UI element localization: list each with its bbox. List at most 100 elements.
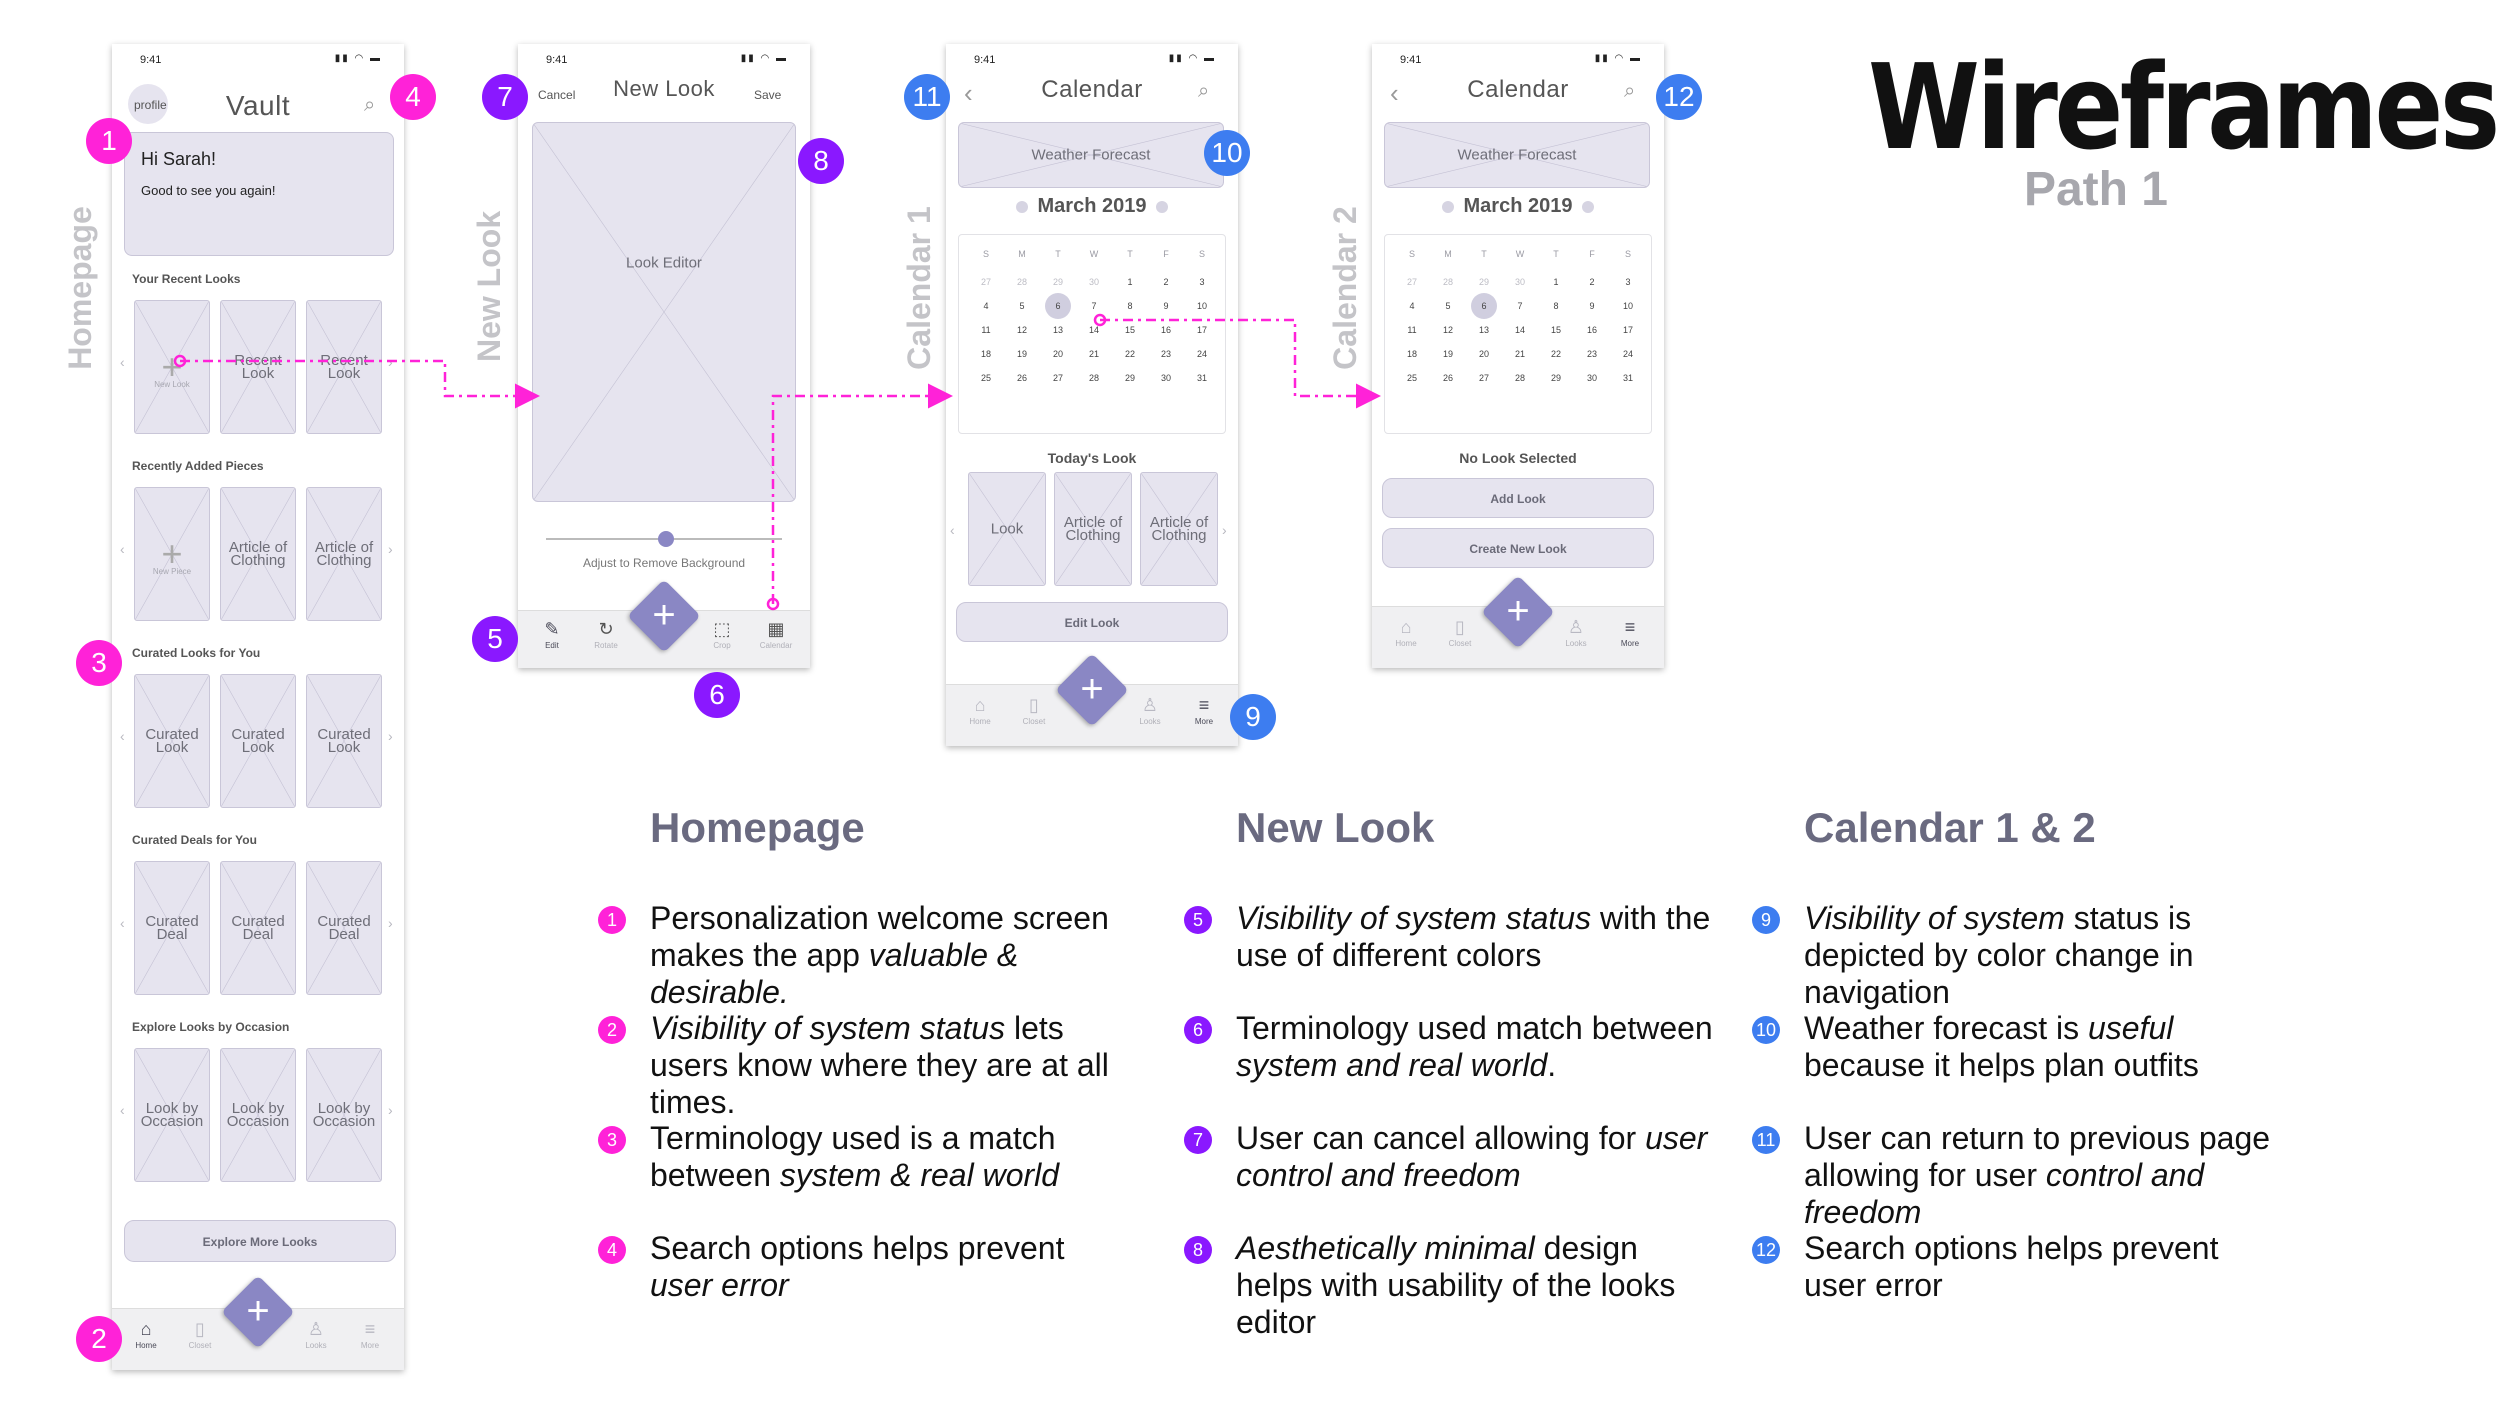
- tool-rotate[interactable]: ↻Rotate: [584, 619, 628, 650]
- calendar-day[interactable]: 19: [1016, 349, 1027, 359]
- calendar-day[interactable]: 12: [1016, 325, 1027, 335]
- nav-looks[interactable]: ♙Looks: [1128, 695, 1172, 726]
- calendar-day[interactable]: 2: [1163, 277, 1169, 287]
- calendar-day[interactable]: 25: [1406, 373, 1417, 383]
- section-card[interactable]: Curated Deal: [134, 861, 210, 995]
- add-fab-button[interactable]: +: [1055, 653, 1129, 727]
- nav-closet[interactable]: ▯Closet: [178, 1319, 222, 1350]
- next-month-icon[interactable]: [1156, 200, 1169, 213]
- calendar-day[interactable]: 30: [1088, 277, 1099, 287]
- add-fab-button[interactable]: +: [1481, 575, 1555, 649]
- calendar-day[interactable]: 24: [1196, 349, 1207, 359]
- nav-looks[interactable]: ♙Looks: [1554, 617, 1598, 648]
- tool-edit[interactable]: ✎Edit: [530, 619, 574, 650]
- calendar-day[interactable]: 9: [1163, 301, 1169, 311]
- calendar-day[interactable]: 15: [1550, 325, 1561, 335]
- calendar-day[interactable]: 18: [1406, 349, 1417, 359]
- nav-home[interactable]: ⌂Home: [124, 1319, 168, 1350]
- search-icon[interactable]: ⌕: [1624, 80, 1636, 102]
- section-card[interactable]: +New Look: [134, 300, 210, 434]
- chevron-right-icon[interactable]: ›: [388, 1102, 393, 1118]
- calendar-day[interactable]: 26: [1442, 373, 1453, 383]
- calendar-day[interactable]: 28: [1088, 373, 1099, 383]
- calendar-day[interactable]: 1: [1127, 277, 1133, 287]
- calendar-day[interactable]: 29: [1124, 373, 1135, 383]
- todays-look-card[interactable]: Look: [968, 472, 1046, 586]
- add-fab-button[interactable]: +: [221, 1275, 295, 1349]
- explore-more-looks-button[interactable]: Explore More Looks: [124, 1220, 396, 1262]
- calendar-day[interactable]: 5: [1019, 301, 1025, 311]
- calendar-day[interactable]: 9: [1589, 301, 1595, 311]
- calendar-day[interactable]: 10: [1196, 301, 1207, 311]
- calendar-day[interactable]: 26: [1016, 373, 1027, 383]
- nav-closet[interactable]: ▯Closet: [1012, 695, 1056, 726]
- section-card[interactable]: Article of Clothing: [220, 487, 296, 621]
- calendar-day[interactable]: 18: [980, 349, 991, 359]
- calendar-day[interactable]: 19: [1442, 349, 1453, 359]
- back-chevron-icon[interactable]: ‹: [964, 78, 973, 108]
- calendar-day[interactable]: 3: [1625, 277, 1631, 287]
- chevron-left-icon[interactable]: ‹: [120, 541, 125, 557]
- create-new-look-button[interactable]: Create New Look: [1382, 528, 1654, 568]
- calendar-day[interactable]: 22: [1550, 349, 1561, 359]
- calendar-day[interactable]: 11: [981, 325, 991, 335]
- section-card[interactable]: Recent Look: [220, 300, 296, 434]
- calendar-day[interactable]: 3: [1199, 277, 1205, 287]
- calendar-day[interactable]: 14: [1088, 325, 1099, 335]
- chevron-left-icon[interactable]: ‹: [120, 915, 125, 931]
- todays-look-card[interactable]: Article of Clothing: [1054, 472, 1132, 586]
- prev-month-icon[interactable]: [1441, 200, 1454, 213]
- calendar-day[interactable]: 30: [1514, 277, 1525, 287]
- calendar-day[interactable]: 4: [983, 301, 989, 311]
- calendar-day[interactable]: 27: [1478, 373, 1489, 383]
- calendar-day[interactable]: 16: [1586, 325, 1597, 335]
- save-button[interactable]: Save: [754, 88, 782, 102]
- section-card[interactable]: Look by Occasion: [220, 1048, 296, 1182]
- add-look-button[interactable]: Add Look: [1382, 478, 1654, 518]
- calendar-day[interactable]: 28: [1016, 277, 1027, 287]
- nav-closet[interactable]: ▯Closet: [1438, 617, 1482, 648]
- search-icon[interactable]: ⌕: [1198, 80, 1210, 102]
- chevron-right-icon[interactable]: ›: [388, 541, 393, 557]
- nav-looks[interactable]: ♙Looks: [294, 1319, 338, 1350]
- chevron-left-icon[interactable]: ‹: [120, 1102, 125, 1118]
- todays-look-card[interactable]: Article of Clothing: [1140, 472, 1218, 586]
- calendar-day[interactable]: 23: [1160, 349, 1171, 359]
- calendar-day[interactable]: 21: [1088, 349, 1099, 359]
- chevron-right-icon[interactable]: ›: [1222, 522, 1227, 538]
- nav-more[interactable]: ≡More: [348, 1319, 392, 1350]
- calendar-day[interactable]: 24: [1622, 349, 1633, 359]
- section-card[interactable]: Look by Occasion: [134, 1048, 210, 1182]
- calendar-day[interactable]: 1: [1553, 277, 1559, 287]
- calendar-day[interactable]: 12: [1442, 325, 1453, 335]
- chevron-right-icon[interactable]: ›: [388, 915, 393, 931]
- section-card[interactable]: Article of Clothing: [306, 487, 382, 621]
- add-fab-button[interactable]: +: [627, 579, 701, 653]
- calendar-day[interactable]: 25: [980, 373, 991, 383]
- calendar-day[interactable]: 29: [1478, 277, 1489, 287]
- edit-look-button[interactable]: Edit Look: [956, 602, 1228, 642]
- tool-calendar[interactable]: ▦Calendar: [754, 619, 798, 650]
- calendar-day[interactable]: 14: [1514, 325, 1525, 335]
- profile-avatar[interactable]: [128, 84, 168, 124]
- calendar-day[interactable]: 30: [1160, 373, 1171, 383]
- tool-crop[interactable]: ⬚Crop: [700, 619, 744, 650]
- calendar-day[interactable]: 27: [1406, 277, 1417, 287]
- calendar-day[interactable]: 20: [1478, 349, 1489, 359]
- calendar-day[interactable]: 5: [1445, 301, 1451, 311]
- calendar-day[interactable]: 29: [1550, 373, 1561, 383]
- calendar-day[interactable]: 20: [1052, 349, 1063, 359]
- calendar-day[interactable]: 10: [1622, 301, 1633, 311]
- calendar-day[interactable]: 17: [1196, 325, 1207, 335]
- calendar-day[interactable]: 30: [1586, 373, 1597, 383]
- calendar-day[interactable]: 6: [1055, 301, 1061, 311]
- calendar-day[interactable]: 6: [1481, 301, 1487, 311]
- calendar-day[interactable]: 8: [1553, 301, 1559, 311]
- chevron-left-icon[interactable]: ‹: [120, 728, 125, 744]
- prev-month-icon[interactable]: [1015, 200, 1028, 213]
- nav-home[interactable]: ⌂Home: [1384, 617, 1428, 648]
- calendar-day[interactable]: 7: [1091, 301, 1097, 311]
- cancel-button[interactable]: Cancel: [538, 88, 576, 102]
- calendar-day[interactable]: 27: [980, 277, 991, 287]
- calendar-day[interactable]: 23: [1586, 349, 1597, 359]
